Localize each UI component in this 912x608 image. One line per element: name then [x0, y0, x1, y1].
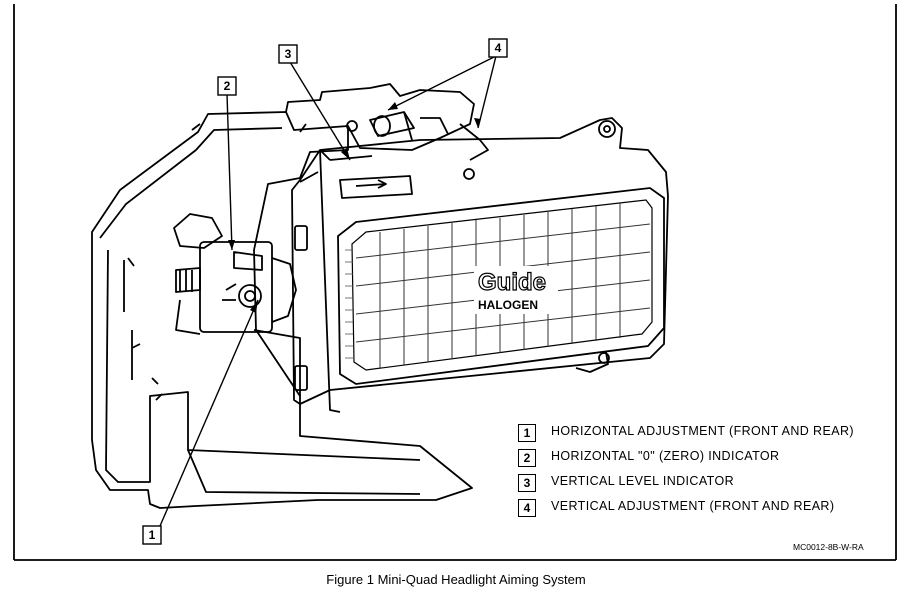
- brand-sub: HALOGEN: [478, 298, 538, 312]
- leader-4b: [477, 55, 497, 129]
- arrowhead-4b: [474, 118, 481, 128]
- callout-label-2: 2: [224, 79, 231, 93]
- callout-box-1: 1: [142, 525, 162, 545]
- leader-2: [226, 93, 233, 251]
- legend-number: 3: [518, 474, 536, 492]
- arrowhead-1: [250, 300, 258, 313]
- figure-caption: Figure 1 Mini-Quad Headlight Aiming Syst…: [326, 572, 586, 587]
- headlamp-housing: [291, 117, 669, 413]
- leader-3: [289, 61, 351, 161]
- legend-number: 1: [518, 424, 536, 442]
- leader-1: [159, 299, 259, 527]
- horizontal-adjuster-assembly: [173, 213, 301, 396]
- arrowhead-2: [228, 240, 235, 250]
- callout-box-4: 4: [488, 38, 508, 58]
- legend-text: HORIZONTAL "0" (ZERO) INDICATOR: [551, 449, 780, 463]
- legend-text: HORIZONTAL ADJUSTMENT (FRONT AND REAR): [551, 424, 854, 438]
- arrowhead-4a: [388, 102, 398, 110]
- legend-number: 2: [518, 449, 536, 467]
- callout-label-1: 1: [149, 528, 156, 542]
- callout-boxes: 1 2 3 4: [142, 38, 508, 545]
- callout-label-4: 4: [495, 41, 502, 55]
- vertical-adjuster-assembly: [285, 83, 489, 161]
- brand-word: Guide: [478, 269, 546, 296]
- callout-leaders: [159, 55, 497, 527]
- mounting-bracket: [91, 111, 473, 509]
- figure-border: [13, 4, 897, 561]
- leader-arrowheads: [228, 102, 481, 313]
- legend-text: VERTICAL LEVEL INDICATOR: [551, 474, 735, 488]
- leader-4a: [387, 55, 497, 111]
- drawing-code: MC0012-8B-W-RA: [793, 542, 864, 552]
- legend-number: 4: [518, 499, 536, 517]
- callout-box-2: 2: [217, 76, 237, 96]
- guide-halogen-logo: Guide HALOGEN: [474, 266, 558, 314]
- callout-label-3: 3: [285, 47, 292, 61]
- callout-box-3: 3: [278, 44, 298, 64]
- arrowhead-3: [341, 148, 350, 160]
- legend-text: VERTICAL ADJUSTMENT (FRONT AND REAR): [551, 499, 835, 513]
